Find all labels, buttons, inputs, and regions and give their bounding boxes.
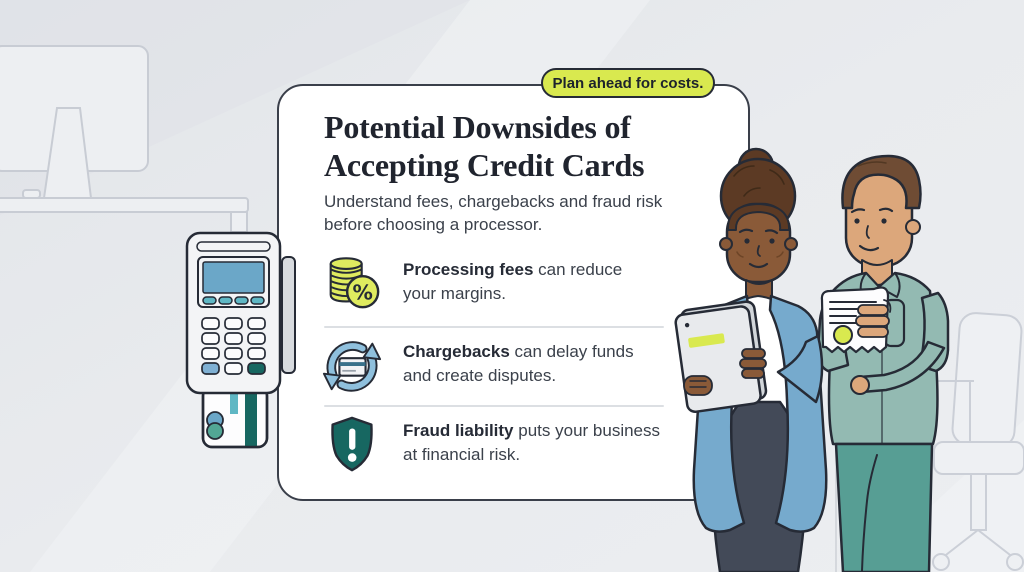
people-illustration [674,147,950,572]
item-term: Fraud liability [403,421,514,440]
tablet-camera-dot [684,322,690,328]
woman-hairline [726,203,791,231]
payment-terminal-illustration [185,231,296,449]
desk-and-monitor-outline [0,45,249,233]
receipt-seal [833,325,853,345]
list-item-text: Chargebacks can delay funds and create d… [403,340,693,388]
man-hair [841,154,922,210]
man-hand-on-receipt [855,299,892,338]
man-with-receipt [816,154,950,572]
percent-glyph: % [352,280,372,304]
info-card: Potential Downsides of Accepting Credit … [277,84,750,501]
woman-with-tablet [674,147,828,572]
callout-badge: Plan ahead for costs. [541,68,715,98]
card-title: Potential Downsides of Accepting Credit … [324,109,645,183]
item-rest: can reduce your margins. [403,260,623,303]
arrow-head-down [322,372,342,391]
item-rest: can delay funds and create disputes. [403,342,634,385]
list-item-text: Processing fees can reduce your margins. [403,258,693,306]
card-logo-circle [206,422,224,440]
keypad [201,317,266,375]
list-item-text: Fraud liability puts your business at fi… [403,419,693,467]
item-term: Chargebacks [403,342,510,361]
chair-wheel [1006,553,1024,571]
divider-line [324,405,664,407]
desk-outline [0,197,249,213]
chair-wheel [932,553,950,571]
arrow-head-up [362,342,382,361]
inserted-card [201,385,269,449]
chargeback-cycle-icon [322,341,382,392]
card-subtitle: Understand fees, chargebacks and fraud r… [324,192,663,234]
function-buttons [202,296,265,305]
list-item-chargebacks: Chargebacks can delay funds and create d… [321,334,711,404]
item-rest: puts your business at financial risk. [403,421,660,464]
receipt-slot [196,241,271,252]
man-pants [834,442,934,572]
exclamation-bar [349,428,356,450]
pants-crease [861,454,878,572]
coins-percent-icon: % [329,257,380,309]
office-chair-outline [835,312,1024,572]
divider-line [324,326,664,328]
exclamation-dot [347,453,357,462]
list-item-fraud-liability: Fraud liability puts your business at fi… [321,413,711,483]
fraud-shield-icon [331,416,373,472]
mini-credit-card [338,357,367,377]
woman-forearm-sleeve [776,334,824,404]
tablet-highlight-bar [688,333,725,348]
item-term: Processing fees [403,260,534,279]
terminal-side-panel [281,256,296,374]
list-item-processing-fees: % Processing fees can reduce your margin… [321,252,711,322]
woman-hands [683,348,767,396]
terminal-screen [202,261,265,294]
